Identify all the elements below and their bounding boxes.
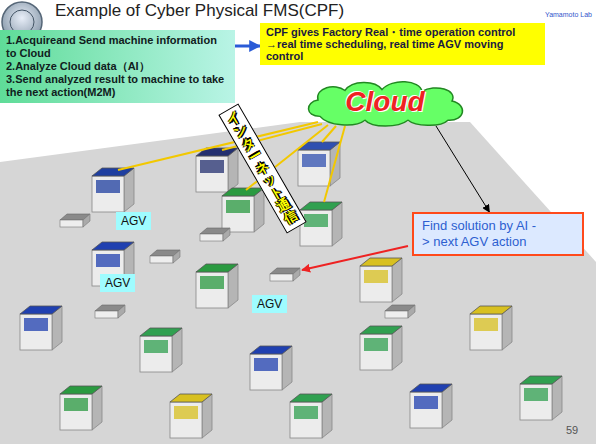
pointer-arrow [302,246,408,270]
machine [92,168,134,212]
machine [222,188,264,232]
machine [360,258,402,302]
signal-line [118,122,318,170]
machine [170,394,212,438]
signal-line [322,126,336,142]
cloud-shape: Cloud [300,78,470,126]
node-text: AGV [121,214,146,228]
slide-title: Example of Cyber Physical FMS(CPF) [55,1,344,21]
info-box: 1.Acquireand Send machine information to… [0,30,235,103]
ai-callout: Find solution by AI -> next AGV action [412,212,584,256]
factory-floor [0,122,596,444]
machine [250,346,292,390]
machine [470,306,512,350]
node-text: 1.Acquireand Send machine information to… [6,34,229,60]
agv-vehicle [385,305,415,318]
node-text: インターネット通信 [224,109,300,227]
node-text: AGV [257,297,282,311]
control-box: CPF gives Factory Real・time operation co… [260,23,545,65]
machine [196,148,238,192]
node-text: Cloud [345,87,424,117]
agv-label: AGV [100,274,135,292]
machine [520,376,562,420]
node-text: 3.Send analyzed result to machine to tak… [6,73,229,99]
node-text: →real time scheduling, real time AGV mov… [266,38,539,62]
machine [140,328,182,372]
connector-arrow [235,45,260,48]
agv-vehicle [95,305,125,318]
agv-label: AGV [252,295,287,313]
agv-vehicle [60,214,90,227]
agv-vehicle [150,250,180,263]
node-text: 2.Analyze Cloud data（AI） [6,60,229,73]
node-text: AGV [105,276,130,290]
machine [20,306,62,350]
network-band: インターネット通信 [218,103,306,233]
cloud-path [308,82,462,126]
connector-arrow [436,126,489,212]
machine [410,384,452,428]
machine [360,326,402,370]
agv-vehicle [200,228,230,241]
agv-vehicle [270,268,300,281]
machine [60,386,102,430]
signal-line [324,126,345,202]
machine [196,264,238,308]
node-text: Find solution by AI -> next AGV action [422,218,537,250]
lab-name: Yamamoto Lab [545,11,592,18]
machine [290,394,332,438]
machine [300,202,342,246]
page-number: 59 [566,424,578,436]
agv-label: AGV [116,212,151,230]
node-text: CPF gives Factory Real・time operation co… [266,26,539,38]
